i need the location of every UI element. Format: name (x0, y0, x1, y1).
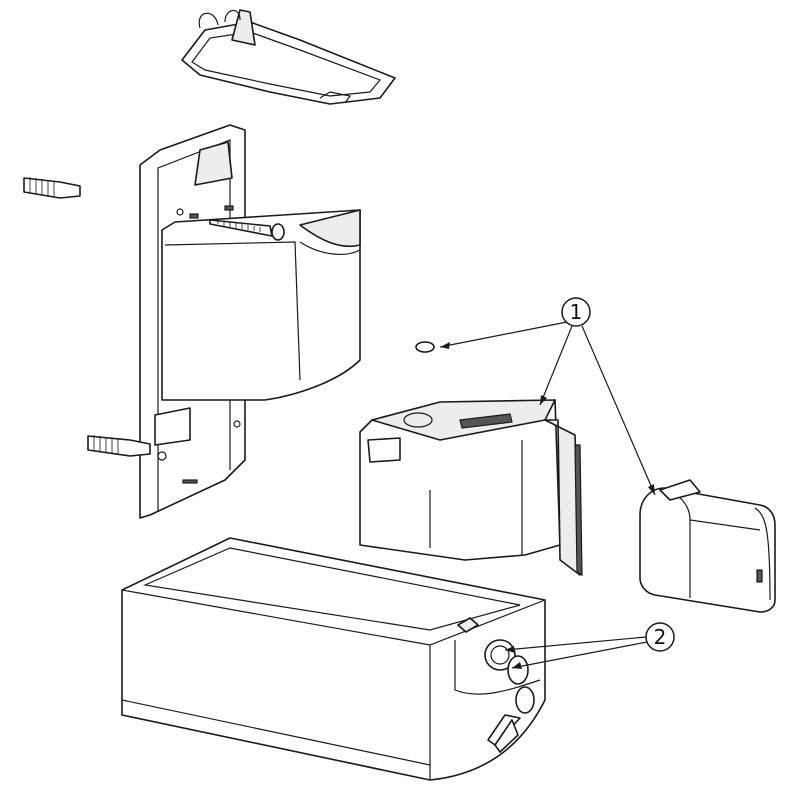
holder-box (154, 209, 361, 446)
callout-1: 1 (439, 297, 656, 496)
refill-cartridge (359, 399, 583, 577)
top-lid (181, 9, 396, 105)
wall-dowel-bottom (87, 435, 151, 457)
outer-housing (121, 537, 546, 781)
battery-pack (639, 479, 776, 613)
o-ring-washer (415, 341, 435, 353)
callout-2: 2 (504, 622, 675, 669)
callout-label-1: 1 (570, 300, 583, 324)
screw (209, 219, 285, 241)
lock-and-keys (484, 639, 535, 753)
wall-dowel-top (23, 177, 81, 199)
callout-label-2: 2 (654, 625, 667, 649)
